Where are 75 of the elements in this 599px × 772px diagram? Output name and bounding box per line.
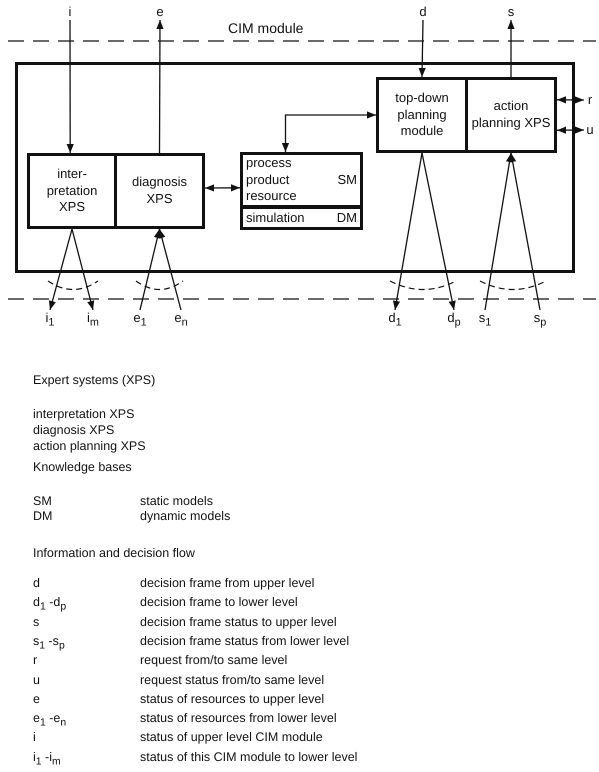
module-title: CIM module (228, 19, 304, 38)
flow-symbol: u (33, 672, 40, 686)
section-heading: Information and decision flow (33, 546, 195, 560)
flow-symbol: r (33, 653, 38, 668)
arrow (418, 20, 426, 78)
model-name: simulation (246, 210, 305, 226)
expert-system-box (465, 77, 557, 153)
arrow (48, 228, 73, 310)
symbol-meaning: request from/to same level (140, 653, 288, 668)
symbol-meaning: status of resources from lower level (140, 711, 337, 726)
abbreviation-meaning: dynamic models (140, 509, 230, 523)
arrow (71, 228, 94, 310)
planning-module-box (376, 77, 468, 153)
box-label: inter- pretation XPS (46, 166, 98, 216)
symbol-meaning: request status from/to same level (140, 672, 324, 686)
abbreviation: DM (33, 509, 52, 523)
flow-symbol: r (584, 92, 596, 108)
expert-system-box (27, 153, 117, 229)
symbol-meaning: status of upper level CIM module (140, 730, 323, 744)
model-abbreviation: DM (336, 210, 357, 226)
flow-symbol: e (33, 692, 40, 706)
symbol-meaning: status of resources to upper level (140, 692, 324, 706)
section-heading: Knowledge bases (33, 460, 132, 474)
model-abbreviation: SM (338, 172, 357, 188)
flow-symbol: s (505, 4, 517, 20)
expert-system-box (114, 153, 205, 229)
list-item: interpretation XPS (33, 407, 134, 421)
flow-symbol: u (584, 122, 596, 138)
flow-symbol: i$_{1}$ (41, 310, 59, 328)
arrow (282, 111, 376, 152)
knowledge-base-box (240, 206, 363, 230)
arrow (158, 228, 182, 310)
flow-symbol: d (33, 576, 40, 590)
arrow (507, 20, 515, 77)
box-label: diagnosis XPS (131, 174, 188, 208)
box-label: action planning XPS (470, 98, 552, 132)
flow-symbol: e$_{1}$ (131, 310, 149, 328)
section-heading: Expert systems (XPS) (33, 373, 156, 387)
flow-symbol: s$_{p}$ (531, 310, 549, 328)
list-item: action planning XPS (33, 439, 146, 453)
abbreviation-meaning: static models (140, 494, 213, 508)
flow-symbol: d$_{1}$ (386, 310, 404, 328)
flow-symbol: e$_{n}$ (172, 310, 190, 328)
arrow (392, 152, 423, 310)
flow-symbol: s$_{1}$ (476, 310, 494, 328)
flow-symbol: d (417, 4, 429, 20)
flow-symbol: i (64, 4, 76, 20)
arrow (557, 126, 584, 134)
flow-symbol: i$_{m}$ (84, 310, 102, 328)
arrow (421, 152, 456, 310)
symbol-meaning: decision frame status to upper level (140, 614, 337, 629)
abbreviation: SM (33, 494, 52, 508)
flow-symbol: e$_{1}$ -e$_{n}$ (33, 711, 66, 729)
arrow (205, 184, 240, 192)
box-label: top-down planning module (394, 90, 450, 140)
knowledge-base-box (240, 152, 363, 208)
arrow (156, 20, 164, 153)
flow-symbol: d$_{p}$ (445, 310, 463, 328)
symbol-meaning: decision frame to lower level (140, 595, 298, 610)
symbol-meaning: decision frame status from lower level (140, 634, 350, 648)
arrow (484, 152, 514, 310)
flow-symbol: d$_{1}$ -d$_{p}$ (33, 595, 66, 613)
flow-symbol: i (33, 730, 36, 744)
arrow (509, 152, 541, 310)
flow-symbol: s$_{1}$ -s$_{p}$ (33, 634, 65, 652)
arrow (557, 96, 584, 104)
flow-symbol: i$_{1}$ -i$_{m}$ (33, 750, 61, 768)
list-item: diagnosis XPS (33, 423, 114, 437)
symbol-meaning: status of this CIM module to lower level (140, 750, 358, 764)
flow-symbol: e (154, 4, 166, 20)
model-name: process product resource (246, 154, 298, 206)
arrow (139, 228, 161, 310)
flow-symbol: s (33, 614, 40, 629)
symbol-meaning: decision frame from upper level (140, 576, 314, 590)
arrow (66, 20, 74, 153)
